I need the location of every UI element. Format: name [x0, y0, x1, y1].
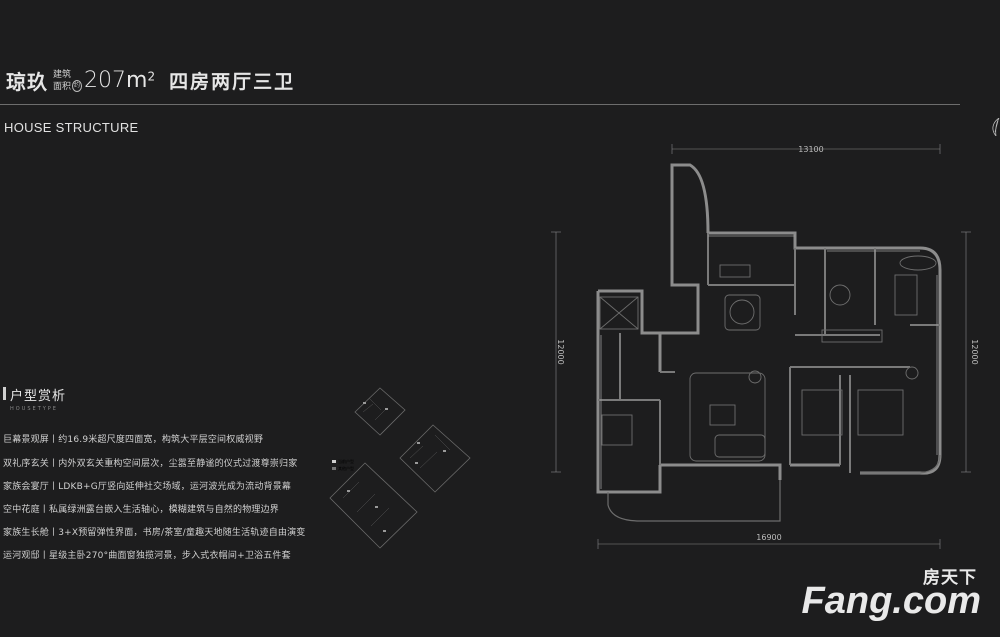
sofa [689, 372, 766, 462]
feature-item: 运河观邸丨星级主卧270°曲面窗独揽河景，步入式衣帽间+卫浴五件套 [3, 551, 291, 561]
elevator-shaft [599, 296, 639, 330]
leaf-icon [992, 118, 1000, 136]
coffee-table [709, 404, 736, 426]
bathtub [899, 255, 937, 271]
key-plan-building-bottom [329, 462, 418, 549]
area-value: 207m2 [84, 68, 156, 93]
layout-label: 四房两厅三卫 [169, 71, 296, 93]
bed-right [857, 389, 904, 436]
legend-swatch-current [332, 460, 336, 463]
windows [600, 235, 938, 489]
dimension-bottom: 16900 [756, 533, 781, 542]
key-plan-diagram: 当前户型 其他户型 [329, 387, 471, 549]
dimension-right: 12000 [970, 339, 979, 364]
dimension-top: 13100 [798, 145, 823, 154]
feature-item: 巨幕景观屏丨约16.9米超尺度四面宽，构筑大平层空间权威视野 [3, 435, 264, 445]
analysis-title: 户型赏析 [10, 389, 67, 404]
feature-item: 家族会宴厅丨LDKB+G厅竖向延伸社交场域，运河波光成为流动背景幕 [3, 482, 292, 492]
key-plan-building-right [399, 424, 471, 493]
dimension-left: 12000 [556, 339, 565, 364]
feature-item: 空中花庭丨私属绿洲露台嵌入生活轴心，模糊建筑与自然的物理边界 [3, 505, 280, 515]
analysis-subtitle: HOUSETYPE [10, 406, 58, 412]
header-divider [0, 104, 960, 105]
house-type-name: 琼玖 [6, 70, 48, 94]
feature-item: 家族生长舱丨3+X预留弹性界面，书房/茶室/童趣天地随生活轨迹自由演变 [3, 528, 306, 538]
watermark-cn: 房天下 [923, 568, 977, 587]
legend-swatch-other [332, 467, 336, 470]
area-meta-label: 建筑 面积约 [53, 69, 83, 92]
exterior-walls [596, 163, 942, 494]
section-subtitle: HOUSE STRUCTURE [4, 120, 139, 135]
dining-table [724, 294, 761, 331]
legend-label-current: 当前户型 [338, 458, 354, 464]
watermark-logo: 房天下 Fang.com [802, 563, 981, 620]
furniture [599, 255, 937, 462]
legend-label-other: 其他户型 [338, 465, 354, 471]
floor-plan: 13100 16900 12000 12000 [551, 144, 979, 549]
section-marker [3, 387, 6, 400]
interior-walls [598, 233, 940, 473]
watermark-en: Fang.com [801, 580, 981, 622]
feature-item: 双礼序玄关丨内外双玄关重构空间层次，尘嚣至静谧的仪式过渡尊崇归家 [3, 459, 298, 469]
key-plan-building-top [354, 387, 406, 436]
terrace-outline [607, 454, 941, 522]
dimension-lines [551, 144, 971, 549]
bed-master [801, 389, 843, 436]
round-table [829, 284, 851, 306]
bed-left [601, 414, 633, 446]
page-title: 琼玖 建筑 面积约 207m2 四房两厅三卫 [6, 66, 295, 95]
